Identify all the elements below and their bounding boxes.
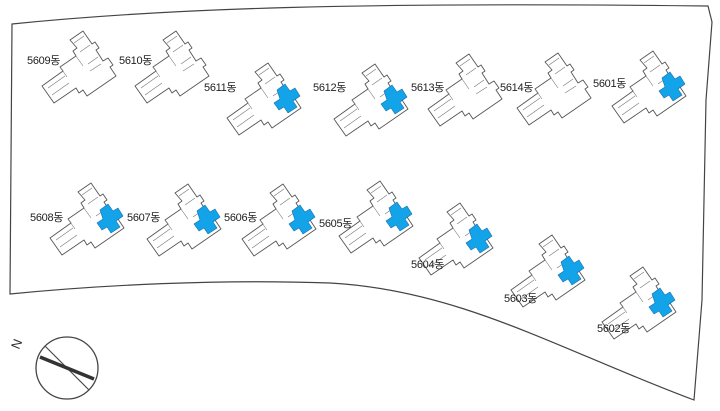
highlighted-unit-5601	[658, 71, 686, 102]
highlighted-unit-5602	[648, 287, 676, 318]
building-label-5612[interactable]: 5612동	[313, 82, 347, 94]
building-label-5608[interactable]: 5608동	[30, 212, 64, 224]
building-5604[interactable]	[418, 202, 494, 276]
building-label-5610[interactable]: 5610동	[119, 55, 153, 67]
building-label-5601[interactable]: 5601동	[593, 78, 627, 90]
north-label: N	[8, 337, 25, 351]
building-5606[interactable]	[241, 183, 317, 257]
building-label-5605[interactable]: 5605동	[319, 218, 353, 230]
highlighted-unit-5605	[385, 201, 413, 232]
highlighted-unit-5611	[273, 83, 301, 114]
highlighted-unit-5606	[288, 204, 316, 235]
highlighted-unit-5612	[380, 84, 408, 115]
building-5612[interactable]	[333, 63, 409, 137]
building-label-5603[interactable]: 5603동	[504, 293, 538, 305]
north-compass	[35, 336, 99, 400]
building-label-5609[interactable]: 5609동	[27, 55, 61, 67]
highlighted-unit-5607	[193, 204, 221, 235]
building-5602[interactable]	[601, 266, 677, 340]
highlighted-unit-5603	[557, 255, 585, 286]
building-label-5613[interactable]: 5613동	[411, 82, 445, 94]
building-5603[interactable]	[510, 234, 586, 308]
highlighted-unit-5604	[465, 223, 493, 254]
building-label-5611[interactable]: 5611동	[204, 82, 237, 94]
building-5601[interactable]	[611, 50, 687, 124]
building-label-5602[interactable]: 5602동	[597, 323, 631, 335]
building-5605[interactable]	[338, 180, 414, 254]
site-boundary	[9, 4, 713, 401]
building-label-5604[interactable]: 5604동	[411, 259, 445, 271]
building-5607[interactable]	[146, 183, 222, 257]
building-label-5606[interactable]: 5606동	[224, 212, 258, 224]
building-label-5614[interactable]: 5614동	[500, 82, 534, 94]
building-5608[interactable]	[49, 182, 125, 256]
building-label-5607[interactable]: 5607동	[127, 212, 161, 224]
building-5611[interactable]	[226, 62, 302, 136]
highlighted-unit-5608	[96, 203, 124, 234]
